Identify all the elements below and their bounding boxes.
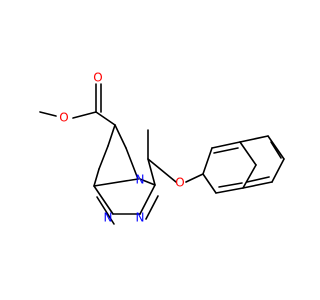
bond-n3 [239, 141, 257, 166]
bond-methyl-oxygen [39, 111, 57, 117]
bond-oxygen-naphthyl [185, 173, 204, 183]
bond-n10 [242, 181, 273, 189]
bond-c7-c8 [98, 145, 109, 170]
ester-single-oxygen-label: O [59, 111, 68, 125]
bond-carbonyl-c6 [95, 111, 116, 126]
bond-n6 [202, 173, 217, 194]
bond-oxygen-carbonyl [72, 111, 97, 119]
bond-c5-n4 [125, 147, 139, 180]
bond-lines [39, 83, 285, 225]
bond-c3-n4 [139, 178, 156, 186]
atom-labels: O O N N N O [59, 71, 184, 225]
bond-c8-c8a [93, 168, 100, 187]
bond-n8 [267, 135, 285, 160]
bond-n1 [202, 147, 213, 175]
bond-c8a-n1 [93, 185, 114, 215]
nitrogen-n4-label: N [136, 173, 145, 187]
bond-n2-c3 [139, 184, 156, 215]
bond-c6-c5 [114, 124, 127, 149]
bond-n2-inner [213, 147, 239, 154]
bond-c6-c7 [107, 124, 116, 147]
molecule-canvas: O O N N N O [39, 70, 285, 225]
bond-n7 [239, 135, 269, 143]
bond-c8a-n4 [93, 178, 139, 187]
nitrogen-n1-label: N [104, 211, 113, 225]
bond-n9 [271, 158, 285, 183]
ether-oxygen-label: O [175, 176, 184, 190]
bond-c8a-n1-double [96, 196, 115, 225]
bond-n4 [242, 164, 257, 189]
molecule-drawing: O O N N N O [39, 71, 285, 225]
bond-n5 [215, 187, 244, 194]
bond-ch-oxygen [147, 158, 177, 183]
bond-c3-ch [147, 158, 156, 186]
bond-n5-inner [218, 182, 243, 188]
bond-n2-c3-double [145, 195, 159, 220]
ester-double-oxygen-label: O [93, 71, 102, 85]
bond-n8-inner [270, 141, 282, 159]
bond-n2 [211, 141, 241, 149]
bond-n10-inner [246, 176, 270, 183]
nitrogen-n2-label: N [136, 211, 145, 225]
